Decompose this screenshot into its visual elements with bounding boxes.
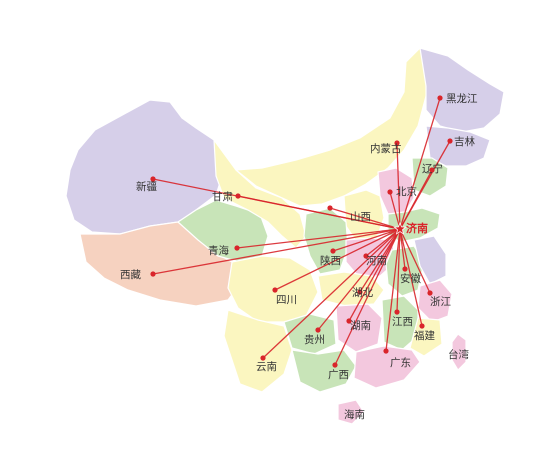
route-guangxi	[334, 228, 401, 366]
region-shaanxi	[303, 207, 349, 275]
city-label-yunnan: 云南	[256, 360, 277, 373]
city-dot-hunan[interactable]	[346, 318, 352, 324]
route-hunan	[348, 228, 401, 322]
city-dot-jiangxi[interactable]	[394, 309, 400, 315]
city-dot-neimenggu[interactable]	[394, 140, 400, 146]
route-fujian	[399, 228, 423, 327]
route-liaoning	[399, 169, 433, 230]
city-dot-beijing[interactable]	[387, 189, 393, 195]
city-label-jilin: 吉林	[454, 135, 475, 148]
city-label-zhejiang: 浙江	[430, 296, 451, 308]
city-dot-xinjiang[interactable]	[150, 176, 156, 182]
city-dot-zhejiang[interactable]	[427, 290, 433, 296]
city-label-liaoning: 辽宁	[422, 162, 443, 175]
city-dot-heilongjiang[interactable]	[437, 95, 443, 101]
city-label-shaanxi: 陕西	[320, 254, 341, 267]
map-regions	[65, 47, 505, 425]
route-neimenggu	[396, 142, 401, 230]
region-taiwan	[451, 333, 467, 371]
city-label-fujian: 福建	[414, 329, 435, 342]
city-label-hunan: 湖南	[350, 319, 371, 332]
city-dot-qinghai[interactable]	[234, 245, 240, 251]
city-label-henan: 河南	[366, 254, 387, 267]
hub-label: 济南	[406, 221, 428, 235]
city-label-neimenggu: 内蒙古	[370, 142, 402, 155]
region-guangdong	[353, 345, 421, 389]
city-dot-shanxi[interactable]	[327, 205, 333, 211]
route-hubei	[359, 228, 401, 293]
route-yunnan	[262, 228, 401, 359]
region-shanxi	[343, 189, 385, 245]
city-dot-anhui[interactable]	[402, 266, 408, 272]
city-label-xinjiang: 新疆	[136, 180, 157, 193]
route-zhejiang	[399, 228, 431, 294]
city-dot-xizang[interactable]	[150, 271, 156, 277]
route-shanxi	[329, 207, 401, 230]
route-jiangxi	[396, 228, 401, 313]
hub-star-icon	[393, 221, 407, 235]
route-lines	[152, 97, 451, 366]
route-guizhou	[317, 228, 401, 331]
city-label-guangxi: 广西	[328, 369, 349, 381]
city-dot-hubei[interactable]	[357, 289, 363, 295]
city-dot-sichuan[interactable]	[272, 287, 278, 293]
hub-marker[interactable]: 济南	[393, 221, 428, 235]
city-dot-liaoning[interactable]	[429, 167, 435, 173]
city-dots	[150, 95, 453, 368]
route-guangdong	[385, 228, 401, 352]
region-yunnan	[223, 309, 293, 393]
city-dot-guangdong[interactable]	[383, 348, 389, 354]
city-dot-gansu[interactable]	[235, 193, 241, 199]
route-beijing	[389, 191, 401, 230]
city-label-guangdong: 广东	[390, 356, 411, 369]
label-taiwan: 台湾	[448, 348, 469, 361]
city-label-sichuan: 四川	[276, 294, 297, 306]
city-label-shanxi: 山西	[350, 211, 371, 223]
city-dot-yunnan[interactable]	[260, 355, 266, 361]
city-dot-shaanxi[interactable]	[330, 248, 336, 254]
city-dot-guangxi[interactable]	[332, 362, 338, 368]
city-label-heilongjiang: 黑龙江	[446, 92, 478, 105]
region-fujian	[409, 317, 443, 357]
city-label-guizhou: 贵州	[304, 333, 325, 346]
route-gansu	[237, 195, 401, 230]
city-label-qinghai: 青海	[208, 244, 229, 257]
label-hainan: 海南	[344, 408, 365, 421]
city-label-gansu: 甘肃	[212, 190, 233, 203]
city-label-anhui: 安徽	[400, 272, 421, 285]
region-hainan	[337, 399, 365, 425]
city-dot-jilin[interactable]	[447, 138, 453, 144]
city-label-hubei: 湖北	[352, 287, 373, 299]
city-label-jiangxi: 江西	[392, 316, 413, 328]
city-dot-henan[interactable]	[363, 253, 369, 259]
route-sichuan	[274, 228, 401, 291]
region-jiangsu	[413, 235, 447, 285]
route-qinghai	[236, 228, 401, 249]
region-heilongjiang	[419, 47, 505, 133]
region-hebei	[377, 167, 415, 215]
route-shaanxi	[332, 228, 401, 252]
city-label-xizang: 西藏	[120, 269, 141, 281]
region-guangxi	[291, 349, 357, 393]
route-heilongjiang	[399, 97, 441, 230]
city-dot-fujian[interactable]	[419, 323, 425, 329]
route-anhui	[399, 228, 406, 270]
city-label-beijing: 北京	[396, 185, 417, 198]
city-dot-guizhou[interactable]	[315, 327, 321, 333]
route-xizang	[152, 228, 401, 275]
region-xinjiang	[65, 99, 225, 235]
